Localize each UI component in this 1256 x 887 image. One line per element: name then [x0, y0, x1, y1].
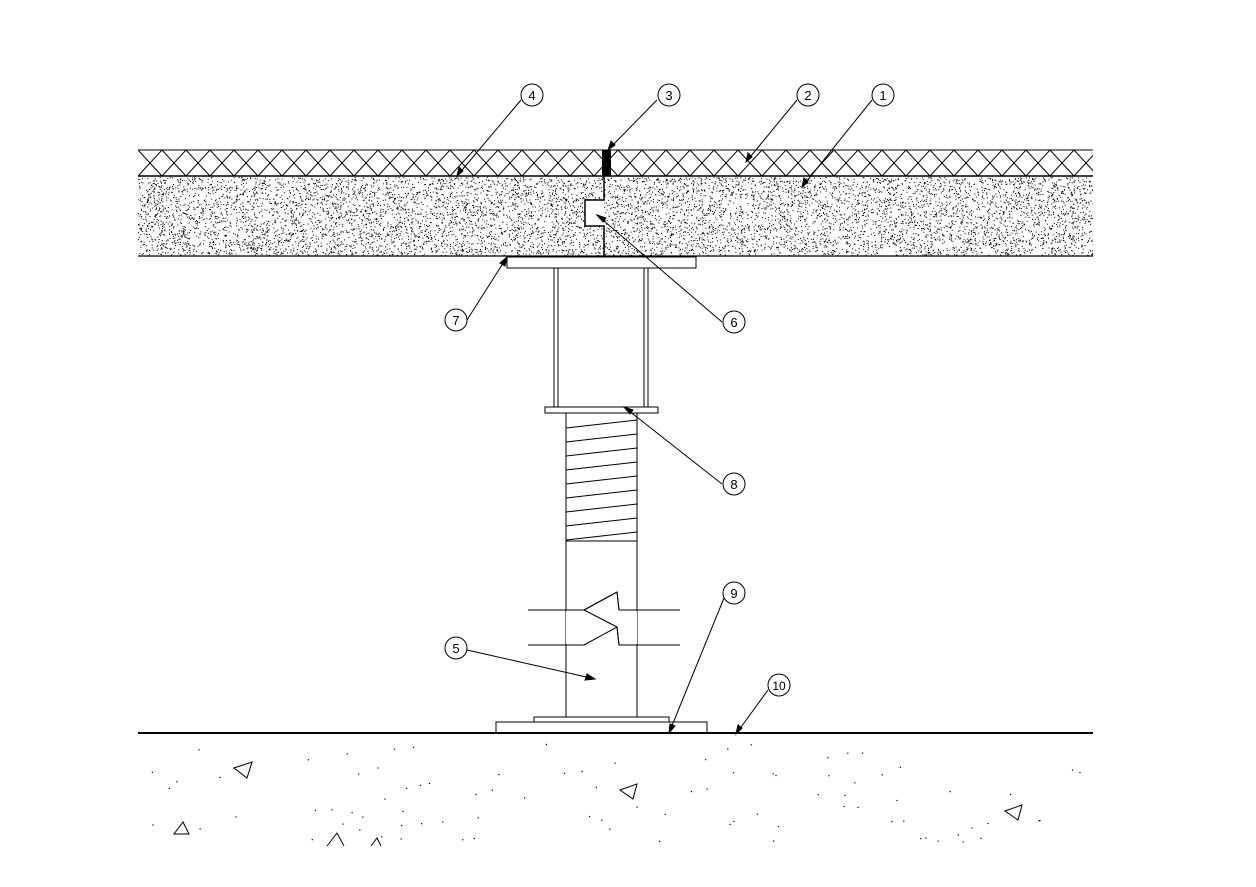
callout-8: 8 — [722, 472, 746, 496]
pedestal-head-plate — [506, 256, 697, 269]
callout-5: 5 — [444, 636, 468, 660]
leader-lines — [456, 99, 873, 736]
concrete-slab — [138, 732, 1093, 847]
callout-5-label: 5 — [452, 641, 459, 656]
break-symbol — [528, 591, 680, 646]
callout-3-label: 3 — [665, 88, 672, 103]
callout-7: 7 — [444, 308, 468, 332]
panel-core-layer — [138, 177, 1093, 257]
callout-7-label: 7 — [452, 313, 459, 328]
callout-1-label: 1 — [879, 88, 886, 103]
base-plate-top — [533, 716, 670, 723]
callouts: 1 2 3 4 5 6 7 8 — [444, 83, 895, 697]
callout-8-label: 8 — [730, 477, 737, 492]
callout-10-label: 10 — [772, 679, 786, 693]
callout-9: 9 — [722, 581, 746, 605]
callout-4-label: 4 — [528, 88, 535, 103]
finish-layer — [138, 149, 1093, 177]
callout-6: 6 — [722, 310, 746, 334]
base-plate — [495, 721, 708, 734]
callout-4: 4 — [520, 83, 544, 107]
callout-3: 3 — [657, 83, 681, 107]
callout-1: 1 — [871, 83, 895, 107]
pedestal-upper-tube — [553, 268, 649, 407]
callout-10: 10 — [767, 673, 791, 697]
callout-2-label: 2 — [804, 88, 811, 103]
lock-nut-plate — [544, 406, 659, 414]
callout-6-label: 6 — [730, 315, 737, 330]
joint-seal-strip — [602, 150, 611, 176]
callout-9-label: 9 — [730, 586, 737, 601]
callout-2: 2 — [796, 83, 820, 107]
threaded-rod — [565, 413, 638, 717]
